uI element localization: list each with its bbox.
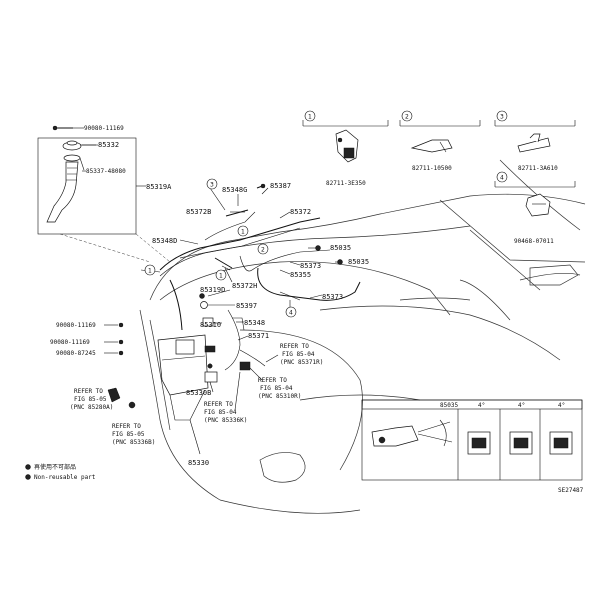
- ring-85337-48080: [63, 154, 81, 162]
- svg-text:2: 2: [405, 114, 409, 121]
- label-85337-48080: 85337-48080: [86, 168, 126, 175]
- callout-1-left: [144, 264, 156, 276]
- part-labels: 90080-11169 85332 85337-48080 85319A 853…: [34, 125, 584, 494]
- nozzle-85035-a: [315, 245, 321, 251]
- label-82711-3A610: 82711-3A610: [518, 165, 558, 172]
- legend-marker-nonreusable: [25, 474, 31, 480]
- label-85035-c: 85035: [440, 402, 458, 409]
- washer-tank: [157, 334, 216, 421]
- grommet-85397: [200, 301, 208, 309]
- svg-text:1: 1: [241, 229, 245, 236]
- ref4-line3: (PNC 85280A): [70, 404, 113, 411]
- label-85372B: 85372B: [186, 208, 211, 216]
- label-90080-11169-b: 90080-11169: [50, 339, 90, 346]
- callout-1-upper: [237, 225, 249, 237]
- label-85397: 85397: [236, 302, 257, 310]
- label-85373-b: 85373: [322, 293, 343, 301]
- angle-1: 4°: [478, 402, 485, 409]
- ref1-line3: (PNC 85371R): [280, 359, 323, 366]
- bolt-c: [118, 350, 124, 356]
- label-85330B: 85330B: [186, 389, 211, 397]
- label-90080-87245: 90080-87245: [56, 350, 96, 357]
- ref2-line1: REFER TO: [258, 377, 287, 384]
- label-85372H: 85372H: [232, 282, 257, 290]
- label-90080-11169-top: 90080-11169: [84, 125, 124, 132]
- svg-text:4: 4: [500, 175, 504, 182]
- callout-1-mid: [215, 269, 227, 281]
- label-85348: 85348: [244, 319, 265, 327]
- label-85035-b: 85035: [348, 258, 369, 266]
- ref2-line2: FIG 85-04: [260, 385, 293, 392]
- nozzle-detail-box: [361, 399, 583, 481]
- label-82711-10500: 82711-10500: [412, 165, 452, 172]
- label-90080-11169-a: 90080-11169: [56, 322, 96, 329]
- ref3-line3: (PNC 85336K): [204, 417, 247, 424]
- ref4-line2: FIG 85-05: [74, 396, 107, 403]
- leader-lines: [79, 127, 338, 455]
- callout-4: [285, 306, 297, 318]
- ref2-line3: (PNC 85310R): [258, 393, 301, 400]
- ref4-line1: REFER TO: [74, 388, 103, 395]
- ref3-line1: REFER TO: [204, 401, 233, 408]
- label-85330: 85330: [188, 459, 209, 467]
- nozzle-85035-b: [337, 259, 343, 265]
- label-85372: 85372: [290, 208, 311, 216]
- label-85319D: 85319D: [200, 286, 225, 294]
- ref5-line3: (PNC 85336B): [112, 439, 155, 446]
- connector-85371: [239, 361, 251, 371]
- svg-text:2: 2: [261, 247, 265, 254]
- clip-85319D: [199, 293, 205, 299]
- svg-text:1: 1: [308, 114, 312, 121]
- diagram-code: SE27487: [558, 487, 584, 494]
- label-85348D: 85348D: [152, 237, 177, 245]
- ref1-line2: FIG 85-04: [282, 351, 315, 358]
- callout-3: [206, 178, 218, 190]
- svg-text:1: 1: [148, 268, 152, 275]
- angle-3: 4°: [558, 402, 565, 409]
- filler-neck: [46, 161, 79, 223]
- label-85355: 85355: [290, 271, 311, 279]
- legend-nonreusable: Non-reusable part: [34, 474, 96, 481]
- sensor-85310: [202, 317, 214, 327]
- washer-hoses: [159, 209, 361, 371]
- label-85373-a: 85373: [300, 262, 321, 270]
- inset-clips: 1 2 3 4: [302, 110, 576, 217]
- angle-2: 4°: [518, 402, 525, 409]
- pump-85330B: [204, 371, 218, 383]
- label-90468-07011: 90468-07011: [514, 238, 554, 245]
- clip-left-b: [128, 401, 136, 409]
- svg-text:4: 4: [289, 310, 293, 317]
- callout-2: [257, 243, 269, 255]
- car-body-outline: [139, 159, 586, 514]
- svg-text:3: 3: [500, 114, 504, 121]
- svg-text:3: 3: [210, 182, 214, 189]
- bolt-a: [118, 322, 124, 328]
- label-85387: 85387: [270, 182, 291, 190]
- legend-reused: 再使用不可部品: [34, 463, 76, 471]
- label-85371: 85371: [248, 332, 269, 340]
- bolt-b: [118, 339, 124, 345]
- svg-text:1: 1: [219, 273, 223, 280]
- label-85310: 85310: [200, 321, 221, 329]
- label-82711-3E350: 82711-3E350: [326, 180, 366, 187]
- label-85035-a: 85035: [330, 244, 351, 252]
- label-85332: 85332: [98, 141, 119, 149]
- callout-markers: 3 1 2 1 1 4: [144, 178, 297, 318]
- ref1-line1: REFER TO: [280, 343, 309, 350]
- label-85319A: 85319A: [146, 183, 172, 191]
- legend-marker-reused: [25, 464, 31, 470]
- ref5-line2: FIG 85-05: [112, 431, 145, 438]
- label-85348G: 85348G: [222, 186, 247, 194]
- ref3-line2: FIG 85-04: [204, 409, 237, 416]
- clip-left-a: [107, 387, 121, 403]
- ref5-line1: REFER TO: [112, 423, 141, 430]
